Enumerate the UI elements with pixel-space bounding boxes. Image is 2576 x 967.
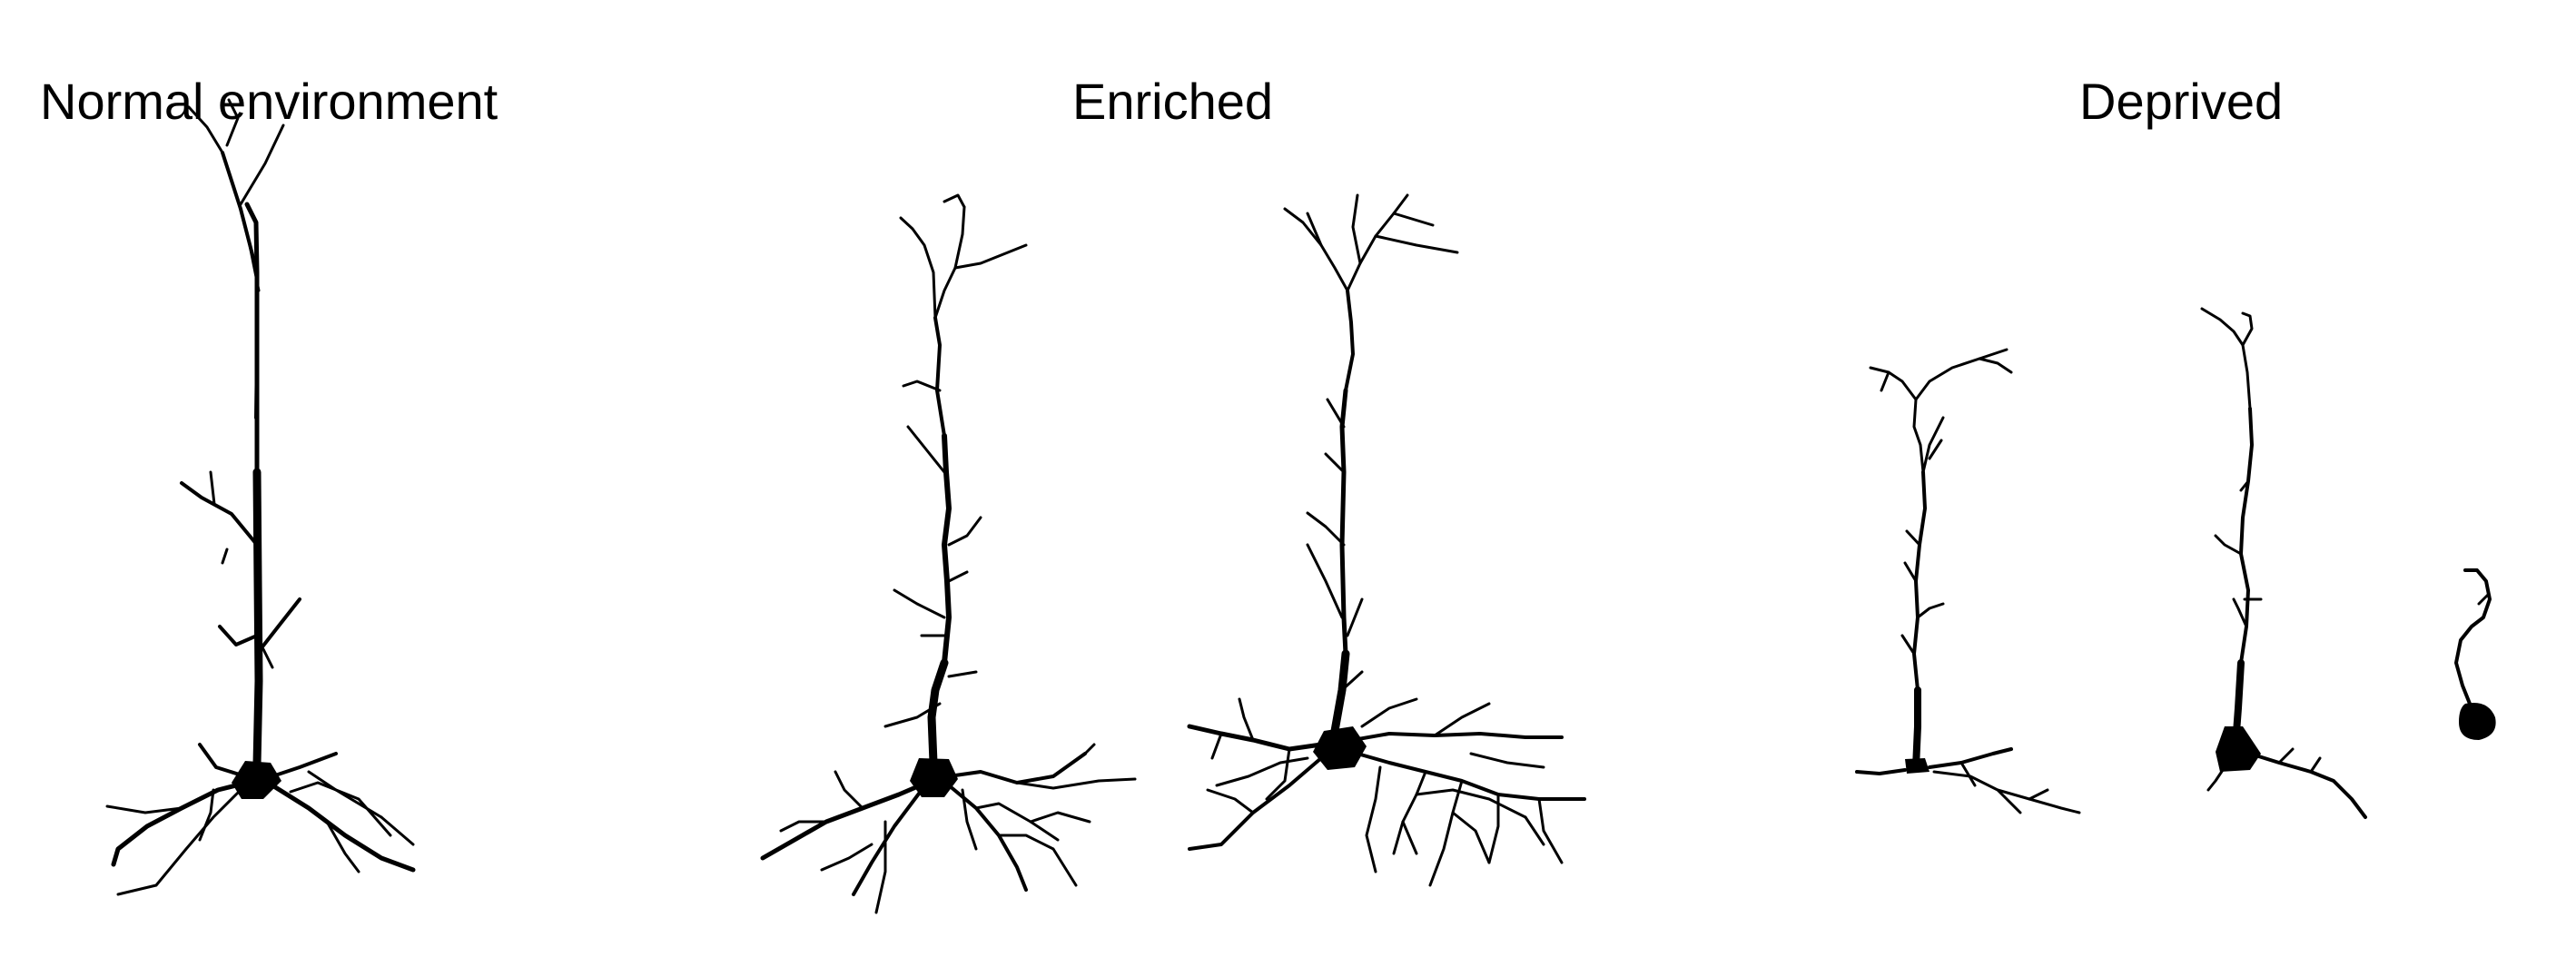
neuron-normal	[105, 98, 416, 896]
neuron-deprived-3	[2454, 568, 2496, 740]
neuron-deprived-2	[2200, 307, 2367, 819]
neuron-enriched-2	[1187, 193, 1586, 887]
panel-title-normal-environment: Normal environment	[40, 73, 498, 130]
panel-title-deprived: Deprived	[2079, 73, 2284, 130]
panel-title-enriched: Enriched	[1072, 73, 1274, 130]
neuron-enriched-1	[760, 193, 1137, 914]
neuron-deprived-1	[1855, 348, 2081, 814]
